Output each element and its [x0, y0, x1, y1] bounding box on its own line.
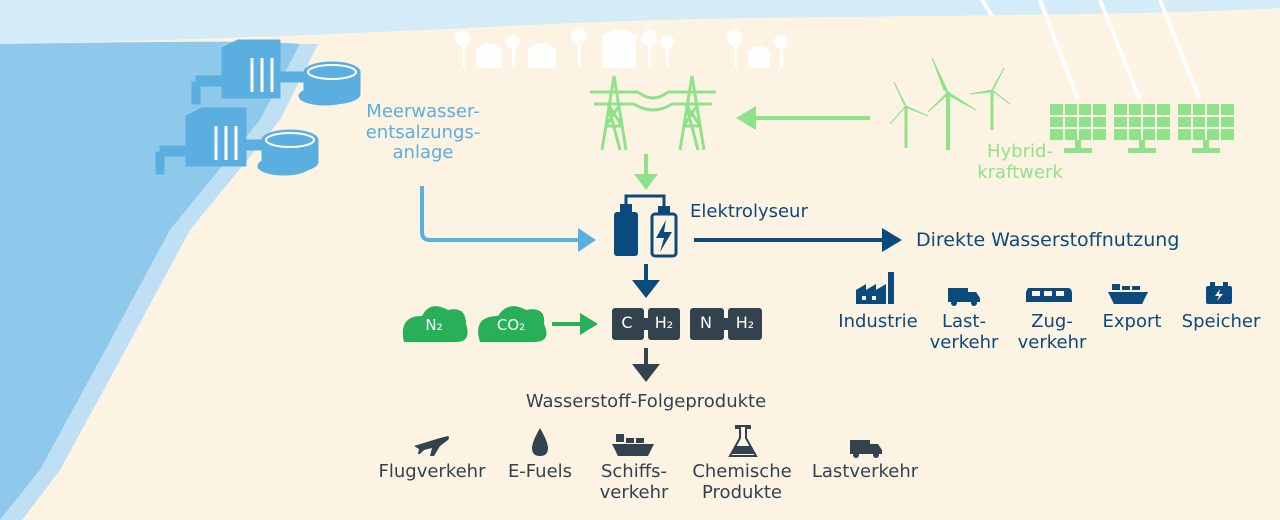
- wind-turbine-icon: [889, 57, 1011, 150]
- panel-wires: [980, 0, 1202, 101]
- arrow-water-to-electrolyser: [420, 186, 596, 252]
- cloud-n2-label: N₂: [425, 316, 443, 334]
- arrow-grid-to-electrolyser: [634, 154, 658, 190]
- battery-icon: [1206, 282, 1232, 304]
- cloud-co2-icon: [478, 306, 547, 342]
- direct-use-label: Direkte Wasserstoffnutzung: [916, 229, 1180, 251]
- product-efuels: E-Fuels: [507, 461, 573, 482]
- turbine-3: [969, 67, 1011, 130]
- arrow-hybrid-to-grid: [736, 106, 870, 130]
- village: [455, 28, 788, 68]
- solar-panel-icon: [1050, 104, 1234, 153]
- panel-2: [1114, 104, 1170, 153]
- molecule-nh2-icon: [690, 308, 762, 340]
- cargo-ship-icon: [612, 434, 654, 456]
- fuel-drop-icon: [532, 428, 548, 456]
- turbine-1: [927, 57, 977, 150]
- house-3: [602, 29, 636, 68]
- house-1: [476, 43, 502, 68]
- palm-6: [727, 30, 743, 68]
- product-aviation: Flugverkehr: [378, 461, 486, 482]
- airplane-icon: [414, 436, 449, 456]
- truck-icon: [948, 288, 980, 306]
- power-pylon-icon: [590, 75, 716, 151]
- electrolyser-icon: [614, 194, 678, 258]
- product-shipping: Schiffs- verkehr: [599, 461, 669, 503]
- molecule-ch2-icon: [612, 308, 680, 340]
- hybrid-plant-label: Hybrid- kraftwerk: [977, 141, 1063, 183]
- product-freight: Lastverkehr: [811, 461, 919, 482]
- molecule-nh2-left: N: [700, 313, 712, 332]
- house-4: [748, 46, 770, 68]
- palm-5: [660, 35, 674, 68]
- molecule-ch2-right: H₂: [654, 313, 674, 332]
- cloud-co2-label: CO₂: [496, 316, 526, 334]
- sky-strip: [0, 0, 1280, 44]
- arrow-clouds-to-synthesis: [552, 313, 598, 335]
- palm-4: [641, 30, 657, 68]
- palm-1: [455, 30, 471, 68]
- product-truck-icon: [850, 440, 882, 458]
- flask-icon: [728, 425, 758, 457]
- palm-3: [571, 28, 587, 68]
- panel-1: [1050, 104, 1106, 153]
- electrolyser-label: Elektrolyseur: [690, 201, 808, 222]
- direct-use-storage: Speicher: [1181, 311, 1261, 332]
- cloud-n2-icon: [402, 306, 468, 342]
- molecule-ch2-left: C: [621, 313, 633, 332]
- arrow-synthesis-down: [632, 348, 660, 382]
- turbine-2: [889, 81, 929, 148]
- direct-use-industry: Industrie: [838, 311, 918, 332]
- direct-use-truck: Last- verkehr: [929, 311, 999, 353]
- train-icon: [1026, 288, 1072, 302]
- panel-3: [1178, 104, 1234, 153]
- product-chemicals: Chemische Produkte: [692, 461, 792, 503]
- house-2: [528, 43, 556, 68]
- ship-icon: [1108, 284, 1148, 304]
- palm-2: [506, 35, 520, 68]
- direct-use-export: Export: [1102, 311, 1162, 332]
- arrow-electrolyser-down: [632, 264, 660, 298]
- direct-use-train: Zug- verkehr: [1017, 311, 1087, 353]
- products-label: Wasserstoff-Folgeprodukte: [525, 391, 767, 412]
- factory-icon: [856, 272, 894, 304]
- palm-7: [774, 35, 788, 68]
- arrow-direct-use: [694, 228, 902, 252]
- desalination-label: Meerwasser- entsalzungs- anlage: [365, 101, 481, 164]
- molecule-nh2-right: H₂: [735, 313, 755, 332]
